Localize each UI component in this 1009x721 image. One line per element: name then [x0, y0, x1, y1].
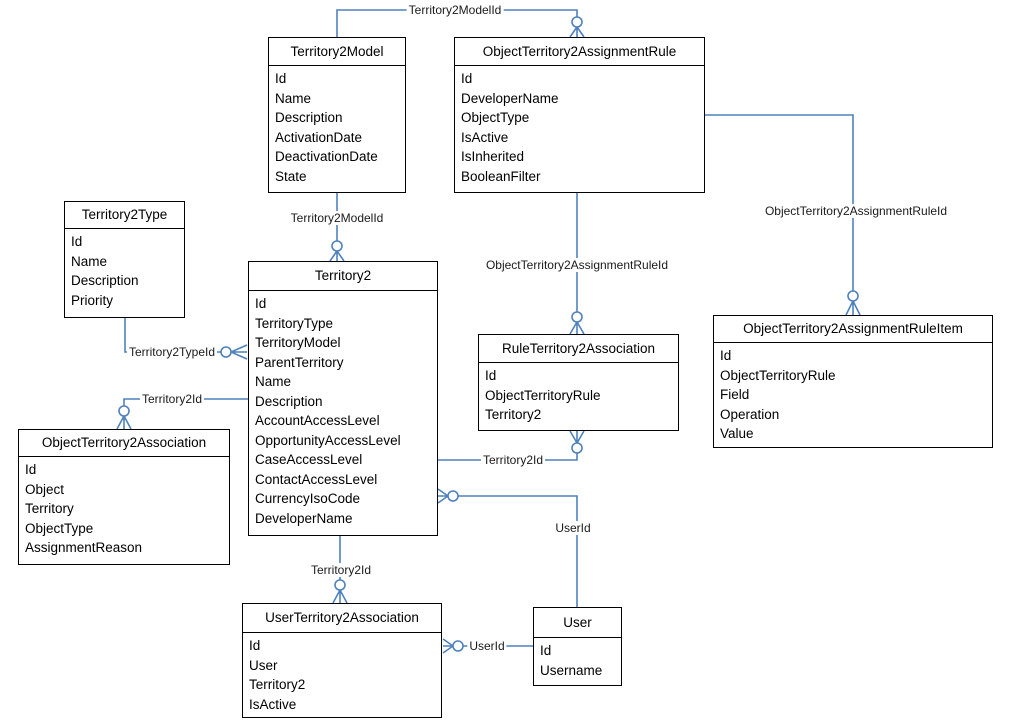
- field: DeactivationDate: [275, 149, 378, 164]
- field: Description: [275, 110, 343, 125]
- entity-ruleterritory2association: RuleTerritory2Association Id ObjectTerri…: [478, 334, 679, 431]
- field: Id: [461, 71, 473, 86]
- entity-title: Territory2Type: [65, 202, 184, 229]
- connector-label-userid-vertical: UserId: [553, 521, 593, 535]
- entity-title: ObjectTerritory2AssignmentRule: [455, 38, 704, 66]
- field: Priority: [71, 292, 114, 308]
- entity-objectterritory2association: ObjectTerritory2Association Id Object Te…: [18, 429, 230, 565]
- entity-territory2type: Territory2Type Id Name Description Prior…: [64, 201, 185, 318]
- field: ObjectType: [25, 520, 94, 536]
- field: ContactAccessLevel: [255, 471, 378, 487]
- entity-title: Territory2Model: [269, 38, 405, 66]
- field: Id: [249, 638, 261, 653]
- field: IsInherited: [461, 149, 525, 164]
- entity-title: User: [534, 608, 621, 638]
- field: CurrencyIsoCode: [255, 491, 361, 506]
- field: Id: [25, 462, 37, 477]
- field: Id: [540, 643, 552, 658]
- field: Territory2: [485, 407, 542, 422]
- field: Field: [720, 387, 750, 402]
- field: Id: [720, 348, 732, 363]
- field: DeveloperName: [461, 90, 559, 106]
- field: Id: [255, 296, 267, 311]
- connector-label-territory2typeid: Territory2TypeId: [126, 345, 218, 359]
- field: ObjectType: [461, 110, 530, 125]
- field: ObjectTerritoryRule: [720, 367, 836, 383]
- connector-assignmentrule-to-ruleassociation: [569, 193, 585, 335]
- field: ParentTerritory: [255, 354, 344, 370]
- connector-label-territory2id-middle: Territory2Id: [480, 453, 546, 467]
- field: IsActive: [249, 696, 297, 712]
- field: BooleanFilter: [461, 168, 541, 184]
- field: AccountAccessLevel: [255, 413, 380, 428]
- entity-objectterritory2assignmentrule: ObjectTerritory2AssignmentRule Id Develo…: [454, 37, 705, 193]
- entity-user: User Id Username: [533, 607, 622, 686]
- connector-label-objectterritory2assignmentruleid-right: ObjectTerritory2AssignmentRuleId: [762, 204, 950, 218]
- field: Id: [485, 368, 497, 383]
- entity-title: ObjectTerritory2Association: [19, 430, 229, 457]
- field: State: [275, 168, 307, 184]
- field: Territory2: [249, 677, 306, 692]
- field: OpportunityAccessLevel: [255, 432, 401, 448]
- connector-label-objectterritory2assignmentruleid: ObjectTerritory2AssignmentRuleId: [483, 258, 671, 272]
- connector-label-territory2id-bottom: Territory2Id: [308, 563, 374, 577]
- entity-userterritory2association: UserTerritory2Association Id User Territ…: [242, 603, 442, 718]
- entity-objectterritory2assignmentruleitem: ObjectTerritory2AssignmentRuleItem Id Ob…: [713, 315, 993, 448]
- connector-territory2-to-objectassociation: [116, 398, 248, 430]
- field: Description: [71, 273, 139, 288]
- field: User: [249, 657, 278, 673]
- field: TerritoryModel: [255, 335, 341, 350]
- field: Operation: [720, 406, 780, 422]
- entity-territory2: Territory2 Id TerritoryType TerritoryMod…: [248, 261, 438, 536]
- entity-title: RuleTerritory2Association: [479, 335, 678, 363]
- entity-title: Territory2: [249, 262, 437, 291]
- connector-label-territory2modelid-top: Territory2ModelId: [406, 3, 504, 17]
- field: AssignmentReason: [25, 540, 143, 555]
- entity-territory2model: Territory2Model Id Name Description Acti…: [268, 37, 406, 193]
- entity-title: ObjectTerritory2AssignmentRuleItem: [714, 316, 992, 343]
- field: IsActive: [461, 129, 509, 145]
- connector-label-territory2modelid: Territory2ModelId: [288, 211, 386, 225]
- field: DeveloperName: [255, 510, 353, 526]
- field: Id: [275, 71, 287, 86]
- field: ActivationDate: [275, 129, 363, 145]
- field: Name: [255, 374, 292, 389]
- connector-label-userid-bottom: UserId: [467, 639, 507, 653]
- field: Territory: [25, 501, 74, 516]
- field: Username: [540, 662, 603, 678]
- connector-territory2-to-user: [437, 488, 578, 607]
- field: Description: [255, 393, 323, 409]
- field: TerritoryType: [255, 315, 334, 331]
- connector-label-territory2id-left: Territory2Id: [139, 392, 205, 406]
- field: CaseAccessLevel: [255, 452, 363, 467]
- field: Value: [720, 426, 754, 441]
- field: Object: [25, 481, 65, 497]
- connector-model-to-territory2: [329, 193, 345, 262]
- entity-title: UserTerritory2Association: [243, 604, 441, 633]
- field: ObjectTerritoryRule: [485, 387, 601, 403]
- field: Name: [71, 253, 108, 269]
- field: Id: [71, 234, 83, 249]
- connector-assignmentrule-to-ruleitem: [705, 114, 861, 316]
- field: Name: [275, 90, 312, 106]
